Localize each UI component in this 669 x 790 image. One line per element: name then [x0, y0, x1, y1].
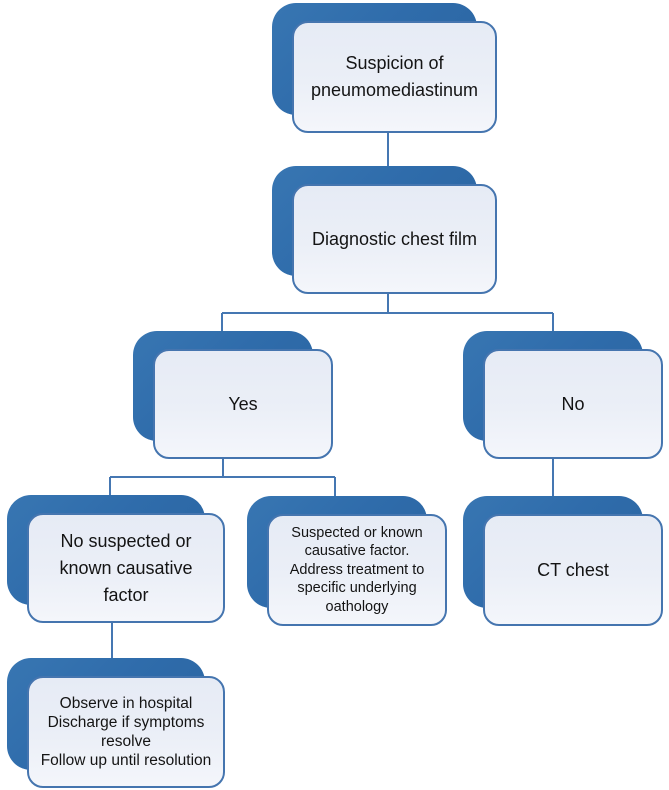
node-no-causative-factor-label: No suspected or known causative factor — [27, 513, 225, 623]
node-no-label: No — [483, 349, 663, 459]
node-suspicion-label: Suspicion of pneumomediastinum — [292, 21, 497, 133]
edge-yes-children — [109, 459, 336, 503]
node-ct-chest: CT chest — [463, 496, 663, 626]
node-yes: Yes — [133, 331, 333, 459]
node-yes-label: Yes — [153, 349, 333, 459]
node-diagnostic-chest-film: Diagnostic chest film — [272, 166, 497, 294]
node-observe-hospital-label: Observe in hospital Discharge if symptom… — [27, 676, 225, 788]
edge-diagnostic-yes-no — [221, 294, 554, 338]
node-causative-factor-label: Suspected or known causative factor. Add… — [267, 514, 447, 626]
node-ct-chest-label: CT chest — [483, 514, 663, 626]
node-observe-hospital: Observe in hospital Discharge if symptom… — [7, 658, 225, 788]
node-diagnostic-chest-film-label: Diagnostic chest film — [292, 184, 497, 294]
node-suspicion: Suspicion of pneumomediastinum — [272, 3, 497, 133]
node-no-causative-factor: No suspected or known causative factor — [7, 495, 225, 623]
node-causative-factor: Suspected or known causative factor. Add… — [247, 496, 447, 626]
node-no: No — [463, 331, 663, 459]
